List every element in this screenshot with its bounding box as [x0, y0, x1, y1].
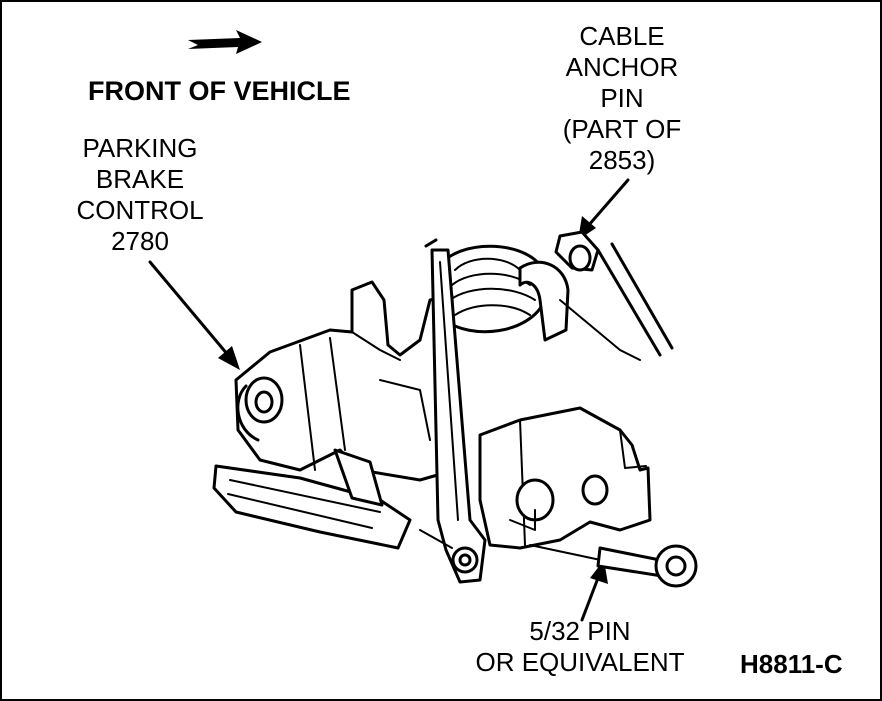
label-line: (PART OF [563, 114, 681, 144]
arrow-right-icon [188, 30, 262, 54]
label-line: PIN [600, 83, 643, 113]
pin-part [596, 544, 698, 588]
label-line: CABLE [579, 21, 664, 51]
pin-label: 5/32 PIN OR EQUIVALENT [475, 616, 684, 677]
cable [554, 230, 674, 357]
front-of-vehicle-label: FRONT OF VEHICLE [88, 76, 351, 106]
cable-anchor-pin-label: CABLE ANCHOR PIN (PART OF 2853) [563, 21, 681, 175]
anchor-pin-leader-arrow [578, 178, 630, 240]
label-line: BRAKE [96, 164, 184, 194]
parking-brake-control [234, 280, 457, 482]
label-line: OR EQUIVALENT [475, 647, 684, 677]
control-leader-arrow [148, 260, 240, 370]
lever [419, 238, 487, 584]
spring-mechanism [438, 244, 641, 361]
label-line: PARKING [82, 133, 197, 163]
mounting-bracket [478, 406, 652, 563]
figure-code: H8811-C [740, 649, 843, 679]
pin-leader-arrow [580, 560, 608, 622]
parking-brake-control-label: PARKING BRAKE CONTROL 2780 [76, 133, 203, 256]
label-line: CONTROL [76, 195, 203, 225]
label-line: 2853) [589, 145, 656, 175]
pedal-plate [212, 448, 412, 550]
label-line: 5/32 PIN [529, 616, 630, 646]
label-line: 2780 [111, 226, 169, 256]
label-line: ANCHOR [566, 52, 679, 82]
